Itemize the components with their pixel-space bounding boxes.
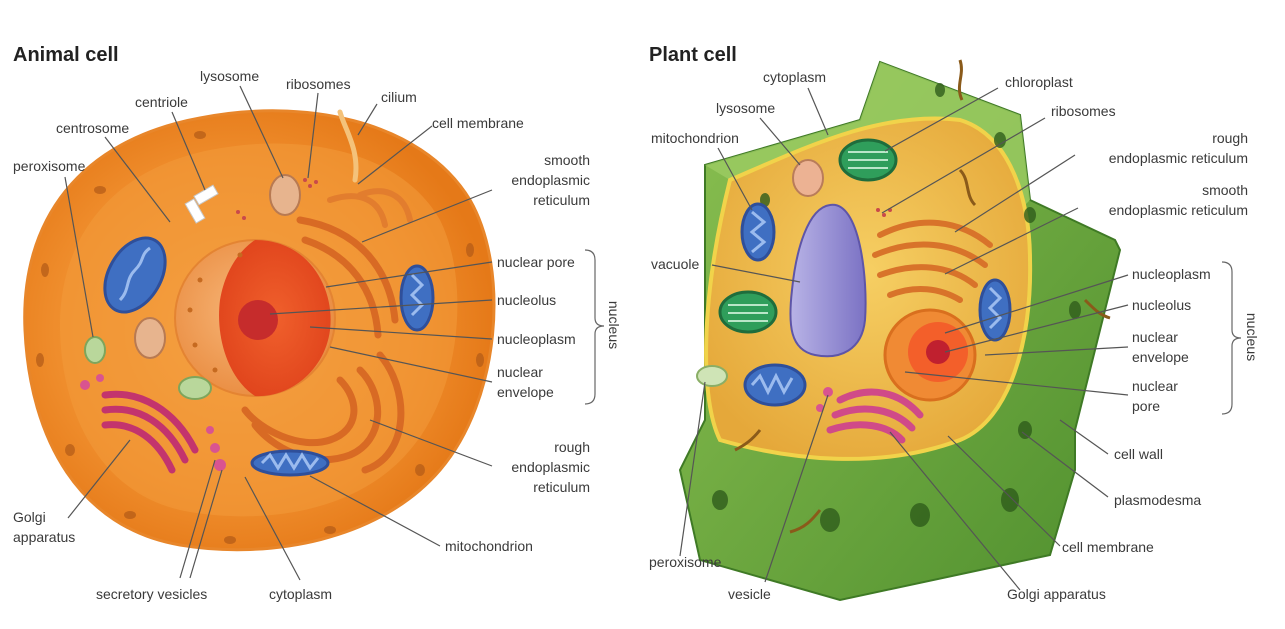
animal-nucleolus xyxy=(238,300,278,340)
plant-cell-illustration xyxy=(678,59,1122,602)
animal-golgi xyxy=(101,390,199,474)
animal-rough-er xyxy=(241,216,405,474)
animal-label-smooth-er: smooth endoplasmic reticulum xyxy=(511,152,590,208)
leader-lines xyxy=(64,85,1242,591)
plant-peroxisome xyxy=(696,365,728,387)
animal-vesicles xyxy=(80,374,226,471)
animal-label-secretory-vesicles: secretory vesicles xyxy=(96,586,208,602)
plasmodesmata xyxy=(712,83,1081,532)
animal-label-lysosome: lysosome xyxy=(200,68,260,84)
animal-cell-illustration xyxy=(23,109,496,552)
animal-label-nuclear-envelope: nuclear envelope xyxy=(497,364,554,400)
plant-label-vacuole: vacuole xyxy=(651,256,700,272)
animal-label-cilium: cilium xyxy=(381,89,417,105)
plant-label-nucleolus: nucleolus xyxy=(1132,297,1192,313)
plant-chloroplasts xyxy=(718,138,898,334)
plant-label-nucleus: nucleus xyxy=(1244,312,1261,362)
animal-label-centriole: centriole xyxy=(135,94,188,110)
plant-lysosome xyxy=(792,159,824,197)
animal-mitochondria xyxy=(103,236,435,477)
animal-label-cell-membrane: cell membrane xyxy=(432,115,524,131)
animal-smooth-er xyxy=(327,188,413,228)
plant-label-mitochondrion: mitochondrion xyxy=(651,130,739,146)
plant-label-lysosome: lysosome xyxy=(716,100,776,116)
plant-label-peroxisome: peroxisome xyxy=(649,554,722,570)
animal-label-nucleolus: nucleolus xyxy=(497,292,557,308)
plant-label-cell-membrane: cell membrane xyxy=(1062,539,1154,555)
plant-label-vesicle: vesicle xyxy=(728,586,771,602)
animal-vesicle-green xyxy=(178,376,212,400)
animal-label-nucleoplasm: nucleoplasm xyxy=(497,331,576,347)
animal-cell-title: Animal cell xyxy=(13,44,119,66)
plant-golgi xyxy=(826,388,924,444)
plant-label-plasmodesma: plasmodesma xyxy=(1114,492,1202,508)
animal-lysosome xyxy=(269,174,301,216)
plant-label-smooth-er: smooth endoplasmic reticulum xyxy=(1108,182,1248,218)
plant-label-golgi: Golgi apparatus xyxy=(1007,586,1106,602)
animal-label-nucleus: nucleus xyxy=(606,300,623,350)
plant-label-ribosomes: ribosomes xyxy=(1051,103,1116,119)
plant-label-nucleoplasm: nucleoplasm xyxy=(1132,266,1211,282)
plant-cell-title: Plant cell xyxy=(649,44,737,66)
membrane-pits xyxy=(36,131,484,544)
plant-nucleolus xyxy=(926,340,950,364)
animal-label-rough-er: rough endoplasmic reticulum xyxy=(511,439,590,495)
animal-label-centrosome: centrosome xyxy=(56,120,130,136)
animal-centriole xyxy=(184,184,219,224)
animal-label-peroxisome: peroxisome xyxy=(13,158,86,174)
plant-label-cytoplasm: cytoplasm xyxy=(763,69,827,85)
plant-vesicles xyxy=(816,387,833,412)
nuclear-pores xyxy=(187,252,243,373)
animal-label-nuclear-pore: nuclear pore xyxy=(497,254,575,270)
animal-label-golgi: Golgi apparatus xyxy=(13,509,76,545)
plant-label-chloroplast: chloroplast xyxy=(1005,74,1073,90)
animal-peroxisome xyxy=(84,336,106,364)
animal-label-cytoplasm: cytoplasm xyxy=(269,586,333,602)
plant-label-nuclear-envelope: nuclear envelope xyxy=(1132,329,1189,365)
plant-label-nuclear-pore: nuclear pore xyxy=(1132,378,1178,414)
plasmodesma-strands xyxy=(734,59,1111,534)
plant-mitochondria xyxy=(740,202,1012,407)
plant-label-rough-er: rough endoplasmic reticulum xyxy=(1108,130,1248,166)
animal-ribosomes xyxy=(236,178,318,220)
plant-er xyxy=(872,219,993,303)
plant-label-cell-wall: cell wall xyxy=(1114,446,1164,462)
animal-lysosome-2 xyxy=(134,317,166,359)
animal-label-mitochondrion: mitochondrion xyxy=(445,538,533,554)
animal-label-ribosomes: ribosomes xyxy=(286,76,351,92)
cilium xyxy=(337,109,359,183)
plant-vacuole xyxy=(789,203,867,358)
